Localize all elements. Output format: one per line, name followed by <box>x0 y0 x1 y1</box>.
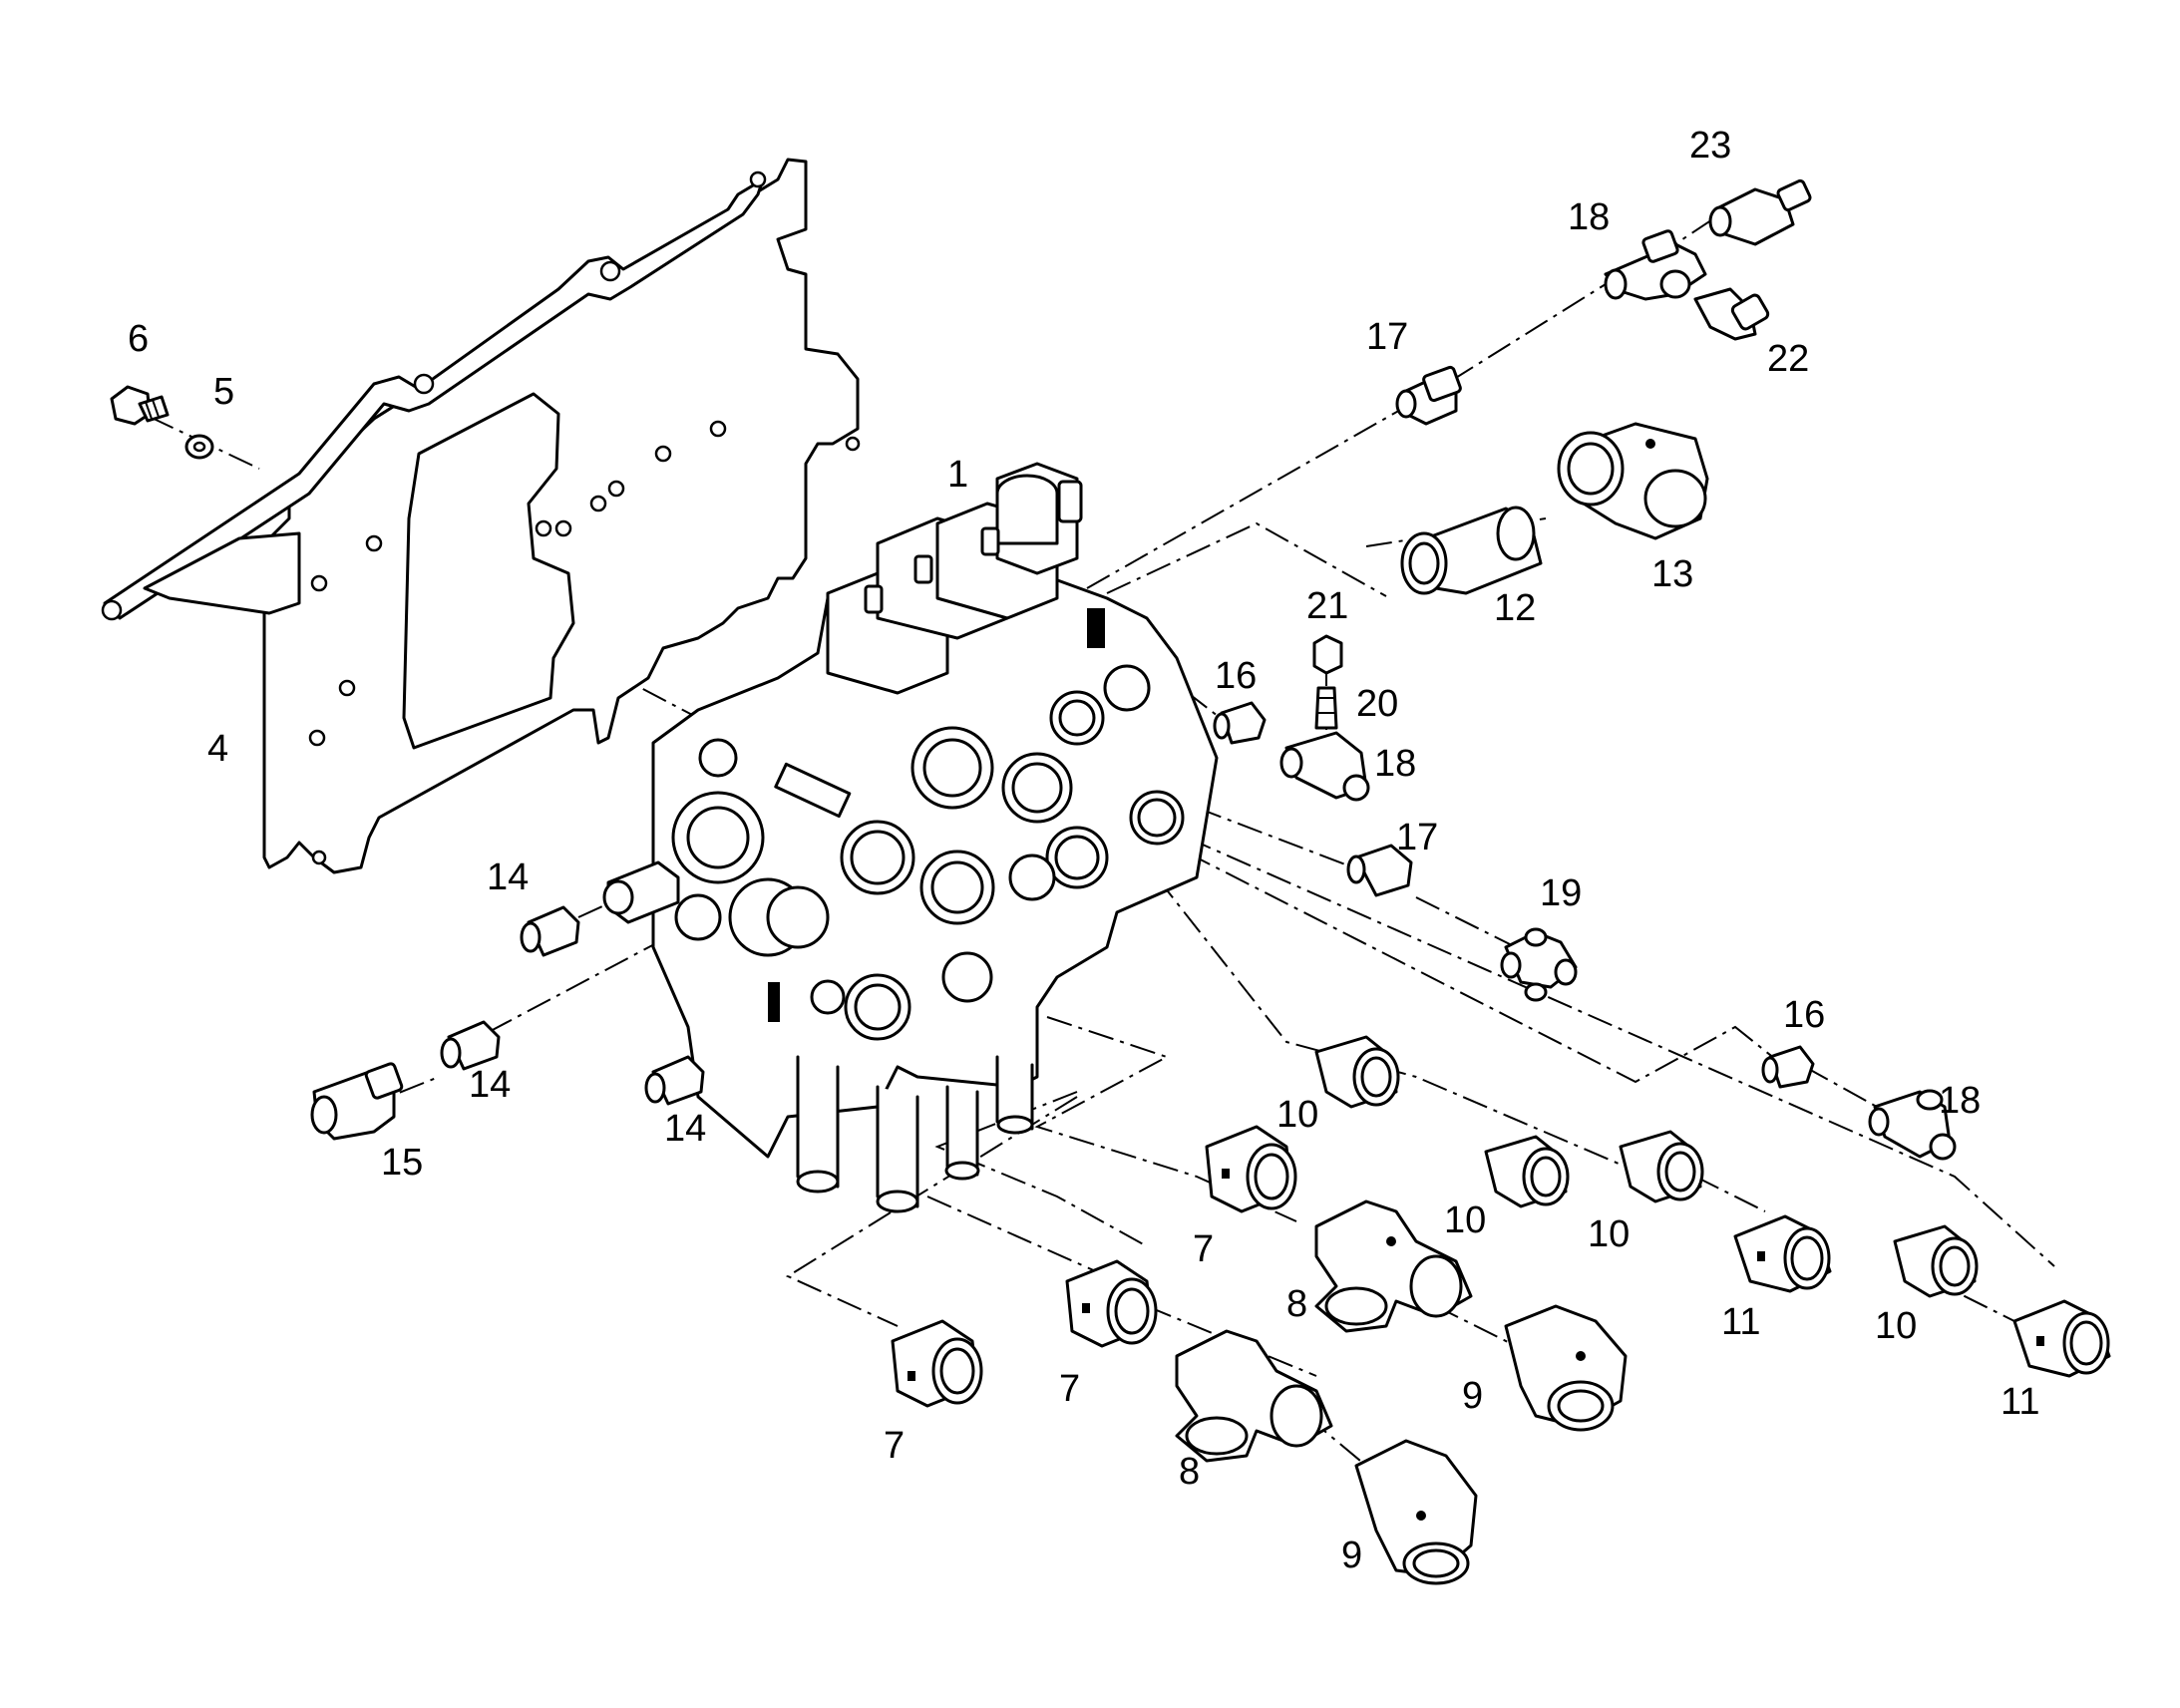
callout-13: 13 <box>1651 553 1693 595</box>
leader-17-top <box>1086 400 1417 589</box>
leader-17-18 <box>1450 283 1607 382</box>
callout-17-b: 17 <box>1396 817 1438 858</box>
part-7-a <box>1205 1125 1297 1213</box>
callout-11-b: 11 <box>2000 1381 2039 1423</box>
callout-5: 5 <box>213 371 234 413</box>
callout-22: 22 <box>1767 338 1809 380</box>
part-10-d <box>1893 1224 1979 1298</box>
leader-left-bracket-a <box>1034 1016 1297 1222</box>
part-5-washer <box>184 434 214 460</box>
leader-left-bracket-b <box>934 1091 1148 1247</box>
part-7-c <box>891 1319 983 1408</box>
control-valve-block <box>602 462 1219 1213</box>
leader-14-lower <box>488 941 659 1033</box>
part-21 <box>1312 634 1343 675</box>
leader-7-8-a <box>926 1196 1108 1277</box>
callout-labels: 1 4 5 6 7 7 7 8 8 9 9 10 10 10 10 11 11 … <box>128 125 2039 1576</box>
leader-right-long <box>1186 837 2055 1267</box>
part-10-a <box>1314 1035 1400 1109</box>
callout-10-a: 10 <box>1276 1094 1318 1136</box>
callout-10-b: 10 <box>1444 1199 1486 1241</box>
callout-15: 15 <box>381 1142 423 1184</box>
leader-10-bracket <box>1156 876 1627 1168</box>
callout-19: 19 <box>1540 872 1582 914</box>
callout-14-a: 14 <box>487 856 529 898</box>
part-17-mid <box>1346 844 1413 897</box>
leader-10-11-a <box>1694 1176 1766 1212</box>
part-14-upper <box>520 905 580 957</box>
part-18-top <box>1604 229 1707 301</box>
part-7-b <box>1065 1259 1158 1348</box>
callout-11-a: 11 <box>1721 1301 1760 1343</box>
callout-6: 6 <box>128 318 149 360</box>
part-9-a <box>1504 1304 1628 1432</box>
callout-16-b: 16 <box>1783 994 1825 1036</box>
callout-4: 4 <box>207 728 228 770</box>
part-13 <box>1557 422 1709 540</box>
callout-14-c: 14 <box>664 1108 706 1150</box>
callout-10-d: 10 <box>1875 1305 1917 1347</box>
leader-left-bracket-c <box>785 1096 1078 1327</box>
callout-14-b: 14 <box>469 1064 511 1106</box>
mounting-plate <box>101 158 861 874</box>
part-19 <box>1500 927 1578 1002</box>
leader-right-bracket <box>1186 852 1786 1084</box>
part-10-b <box>1484 1135 1570 1208</box>
part-18-right <box>1868 1089 1957 1161</box>
callout-8-b: 8 <box>1179 1451 1200 1493</box>
callout-1: 1 <box>947 454 968 496</box>
leader-17-mid <box>1196 807 1367 873</box>
callout-7-c: 7 <box>884 1425 905 1467</box>
part-14-lower <box>440 1020 501 1071</box>
part-8-b <box>1175 1329 1333 1463</box>
part-8-a <box>1314 1199 1473 1333</box>
part-17-top <box>1395 365 1462 426</box>
part-10-c <box>1619 1130 1704 1203</box>
callout-9-b: 9 <box>1341 1535 1362 1576</box>
callout-18-c: 18 <box>1939 1080 1981 1122</box>
part-23 <box>1708 178 1812 246</box>
callout-23: 23 <box>1689 125 1731 167</box>
part-14-bottom <box>644 1055 705 1106</box>
callout-16-a: 16 <box>1215 655 1257 697</box>
callout-17-a: 17 <box>1366 316 1408 358</box>
callout-9-a: 9 <box>1462 1375 1483 1417</box>
part-16-mid <box>1213 701 1267 745</box>
part-18-mid <box>1279 731 1370 802</box>
callout-7-b: 7 <box>1059 1368 1080 1410</box>
callout-10-c: 10 <box>1588 1213 1630 1255</box>
part-15 <box>310 1062 404 1141</box>
part-20 <box>1314 686 1338 730</box>
part-6-bolt <box>110 385 170 426</box>
callout-7-a: 7 <box>1193 1228 1214 1270</box>
part-22 <box>1693 287 1770 341</box>
part-16-right <box>1761 1045 1815 1089</box>
part-9-b <box>1354 1439 1478 1585</box>
callout-18-a: 18 <box>1568 196 1610 238</box>
callout-12: 12 <box>1494 587 1536 629</box>
callout-21: 21 <box>1306 585 1348 627</box>
leader-bracket-12 <box>1106 521 1387 597</box>
callout-8-a: 8 <box>1286 1283 1307 1325</box>
leader-16-18-right <box>1804 1066 1896 1118</box>
part-11-a <box>1733 1214 1832 1293</box>
callout-20: 20 <box>1356 683 1398 725</box>
part-12 <box>1400 506 1543 595</box>
part-11-b <box>2012 1299 2111 1378</box>
callout-18-b: 18 <box>1374 743 1416 785</box>
